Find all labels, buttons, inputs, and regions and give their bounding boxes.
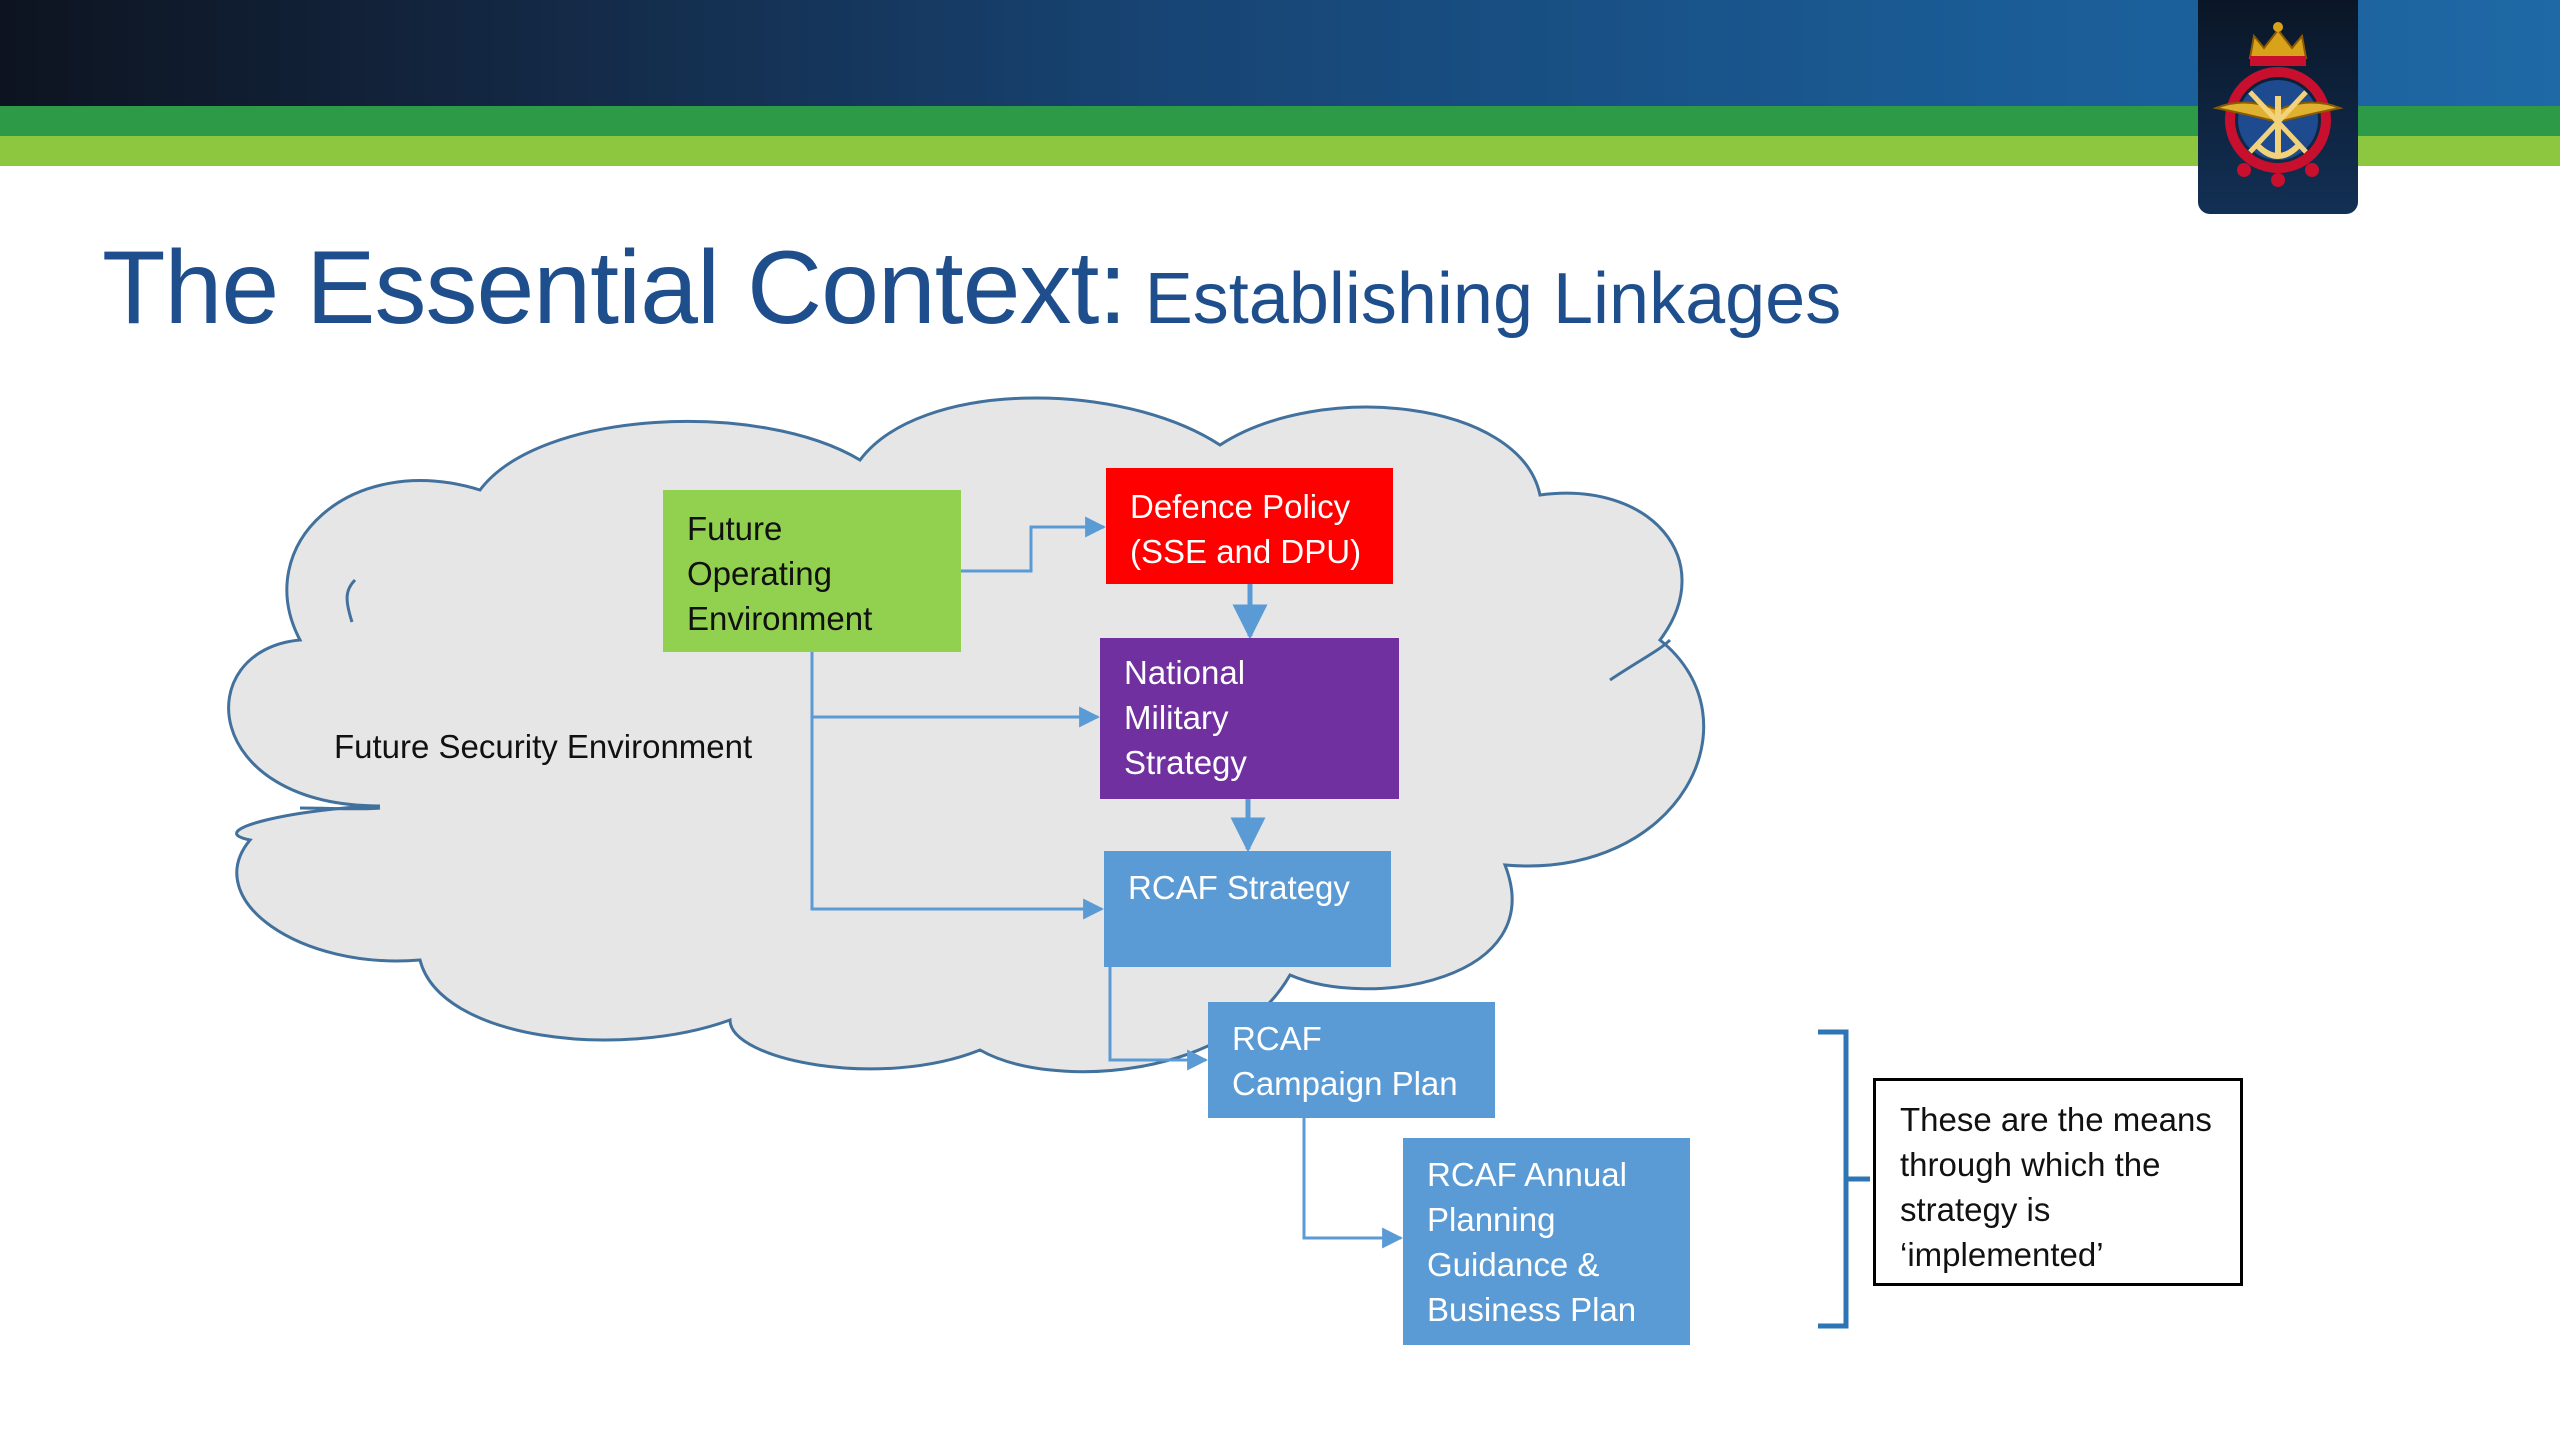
box-line: Business Plan bbox=[1427, 1291, 1637, 1328]
rcaf-strategy-box: RCAF Strategy bbox=[1104, 851, 1391, 967]
canadian-armed-forces-crest-icon bbox=[2212, 22, 2344, 187]
national-military-strategy-box: National Military Strategy bbox=[1100, 638, 1399, 799]
implementation-note-box: These are the means through which the st… bbox=[1873, 1078, 2243, 1286]
box-line: Strategy bbox=[1124, 744, 1247, 781]
note-line: strategy is bbox=[1900, 1191, 2051, 1228]
header-green-stripe-dark bbox=[0, 106, 2560, 136]
rcaf-campaign-plan-box: RCAF Campaign Plan bbox=[1208, 1002, 1495, 1118]
note-line: through which the bbox=[1900, 1146, 2161, 1183]
implementation-bracket bbox=[1818, 1029, 1870, 1329]
box-line: Planning bbox=[1427, 1201, 1556, 1238]
box-line: RCAF bbox=[1232, 1020, 1322, 1057]
rcaf-annual-planning-box: RCAF Annual Planning Guidance & Business… bbox=[1403, 1138, 1690, 1345]
box-line: Environment bbox=[687, 600, 873, 637]
header-green-stripe-light bbox=[0, 136, 2560, 166]
box-line: Campaign Plan bbox=[1232, 1065, 1458, 1102]
page-title: The Essential Context: Establishing Link… bbox=[102, 236, 1841, 340]
box-line: Military bbox=[1124, 699, 1229, 736]
future-operating-environment-box: Future Operating Environment bbox=[663, 490, 961, 652]
note-line: ‘implemented’ bbox=[1900, 1236, 2104, 1273]
page-title-main: The Essential Context: bbox=[102, 230, 1127, 346]
future-security-environment-label: Future Security Environment bbox=[334, 728, 753, 765]
box-line: RCAF Strategy bbox=[1128, 869, 1350, 906]
page-title-sub: Establishing Linkages bbox=[1144, 259, 1842, 339]
defence-policy-box: Defence Policy (SSE and DPU) bbox=[1106, 468, 1393, 584]
box-line: Future bbox=[687, 510, 783, 547]
crest-badge bbox=[2198, 0, 2358, 214]
box-line: Defence Policy bbox=[1130, 488, 1351, 525]
box-line: RCAF Annual bbox=[1427, 1156, 1627, 1193]
box-line: Operating bbox=[687, 555, 832, 592]
header-banner bbox=[0, 0, 2560, 106]
box-line: (SSE and DPU) bbox=[1130, 533, 1362, 570]
box-line: National bbox=[1124, 654, 1246, 691]
box-line: Guidance & bbox=[1427, 1246, 1600, 1283]
note-line: These are the means bbox=[1900, 1101, 2212, 1138]
